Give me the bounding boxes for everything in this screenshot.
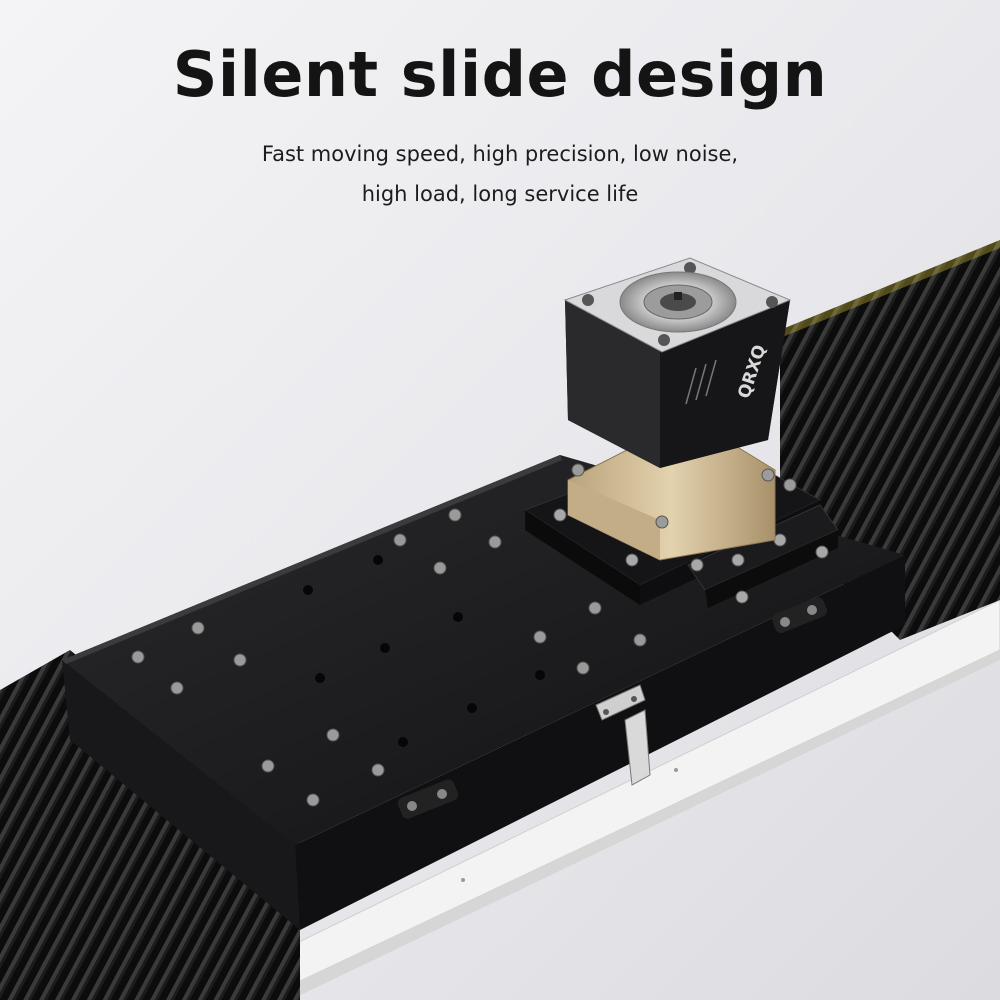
planetary-gearbox: QRXQ — [563, 257, 797, 561]
end-stop-left — [397, 779, 459, 819]
end-stop-right — [772, 597, 827, 633]
sensor-flag — [595, 684, 651, 786]
headline: Silent slide design — [172, 38, 828, 111]
plate-screws — [131, 508, 647, 807]
subheadline: Fast moving speed, high precision, low n… — [261, 142, 739, 206]
rail-base — [179, 599, 1000, 1000]
